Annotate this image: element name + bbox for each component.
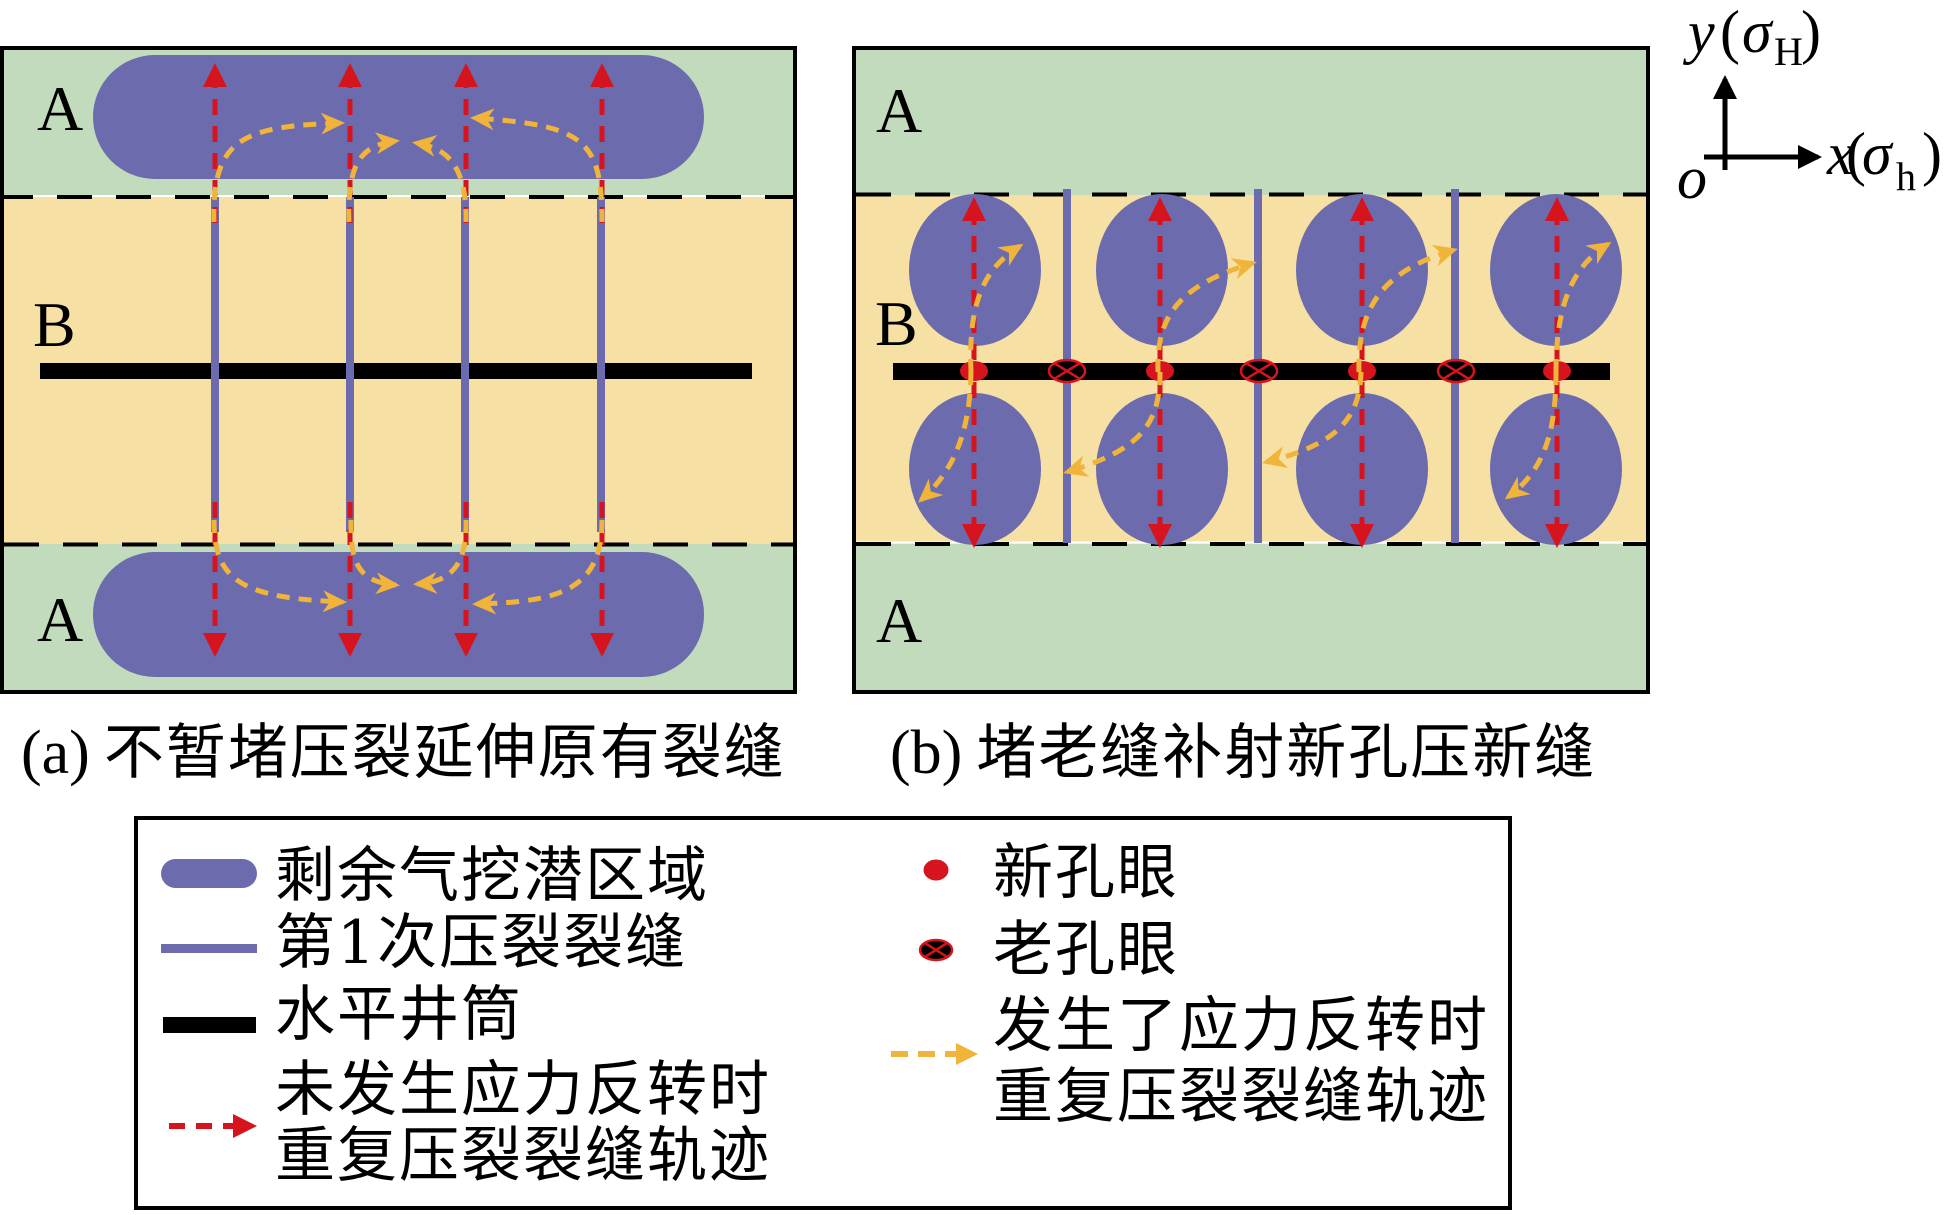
panel-b-border: [852, 46, 1650, 694]
legend: 剩余气挖潜区域 第1次压裂裂缝 水平井筒 未发生应力反转时 重复压裂裂缝轨迹 新…: [134, 816, 1512, 1210]
reversal-trajectory-curve: [1155, 258, 1257, 373]
legend-label-line-2: 重复压裂裂缝轨迹: [275, 1121, 771, 1191]
reversal-trajectory-curve: [472, 519, 605, 615]
caption-b: (b)堵老缝补射新孔压新缝: [890, 720, 1596, 786]
caption-a-tag: (a): [21, 719, 90, 787]
legend-label-line-2: 重复压裂裂缝轨迹: [993, 1062, 1489, 1132]
panel-a-border: [0, 46, 797, 694]
y-axis-open-paren: (: [1720, 0, 1740, 65]
reversal-trajectory-curve: [412, 135, 469, 223]
x-axis-var: x: [1826, 121, 1854, 187]
zone-label-b: B: [875, 288, 918, 359]
caption-a: (a)不暂堵压裂延伸原有裂缝: [21, 720, 786, 786]
x-axis-open-paren: (: [1846, 121, 1866, 187]
red-dashed-arrow-icon: [169, 1114, 257, 1138]
x-axis-subscript: h: [1896, 154, 1916, 199]
panel-a: A B A: [0, 46, 797, 694]
y-axis-close-paren: ): [1801, 0, 1821, 65]
old-perforation: [1436, 358, 1476, 384]
zone-label-a-bottom: A: [876, 585, 922, 656]
reversal-trajectory-curve: [346, 132, 400, 223]
reversal-trajectory-curve: [348, 519, 400, 595]
reversal-trajectory-curve: [1262, 371, 1364, 468]
x-axis-close-paren: ): [1922, 121, 1942, 187]
old-perforation-crossed-icon: [918, 938, 954, 962]
remaining-gas-zone-top: [93, 55, 704, 179]
zone-label-a-top: A: [37, 73, 83, 144]
old-perforation: [1239, 358, 1279, 384]
coordinate-axes: y ( σ H ) x ( σ h ) o: [1677, 0, 1942, 211]
reversal-trajectory-curve: [211, 519, 347, 613]
y-axis-label: y ( σ H ): [1682, 0, 1821, 78]
reversal-trajectory-curve: [1063, 371, 1163, 477]
new-perforation: [1348, 361, 1376, 381]
legend-label-line-1: 未发生应力反转时: [275, 1055, 771, 1125]
reversal-trajectory-curve: [918, 371, 974, 503]
legend-label: 老孔眼: [993, 915, 1179, 985]
horizontal-wellbore-icon: [163, 1017, 256, 1033]
legend-label: 水平井筒: [275, 980, 523, 1050]
y-axis-subscript: H: [1774, 29, 1803, 74]
legend-label: 第1次压裂裂缝: [275, 908, 688, 978]
old-perforation: [1047, 358, 1087, 384]
panel-b: A B A: [852, 46, 1650, 694]
legend-label: 剩余气挖潜区域: [275, 841, 709, 911]
yellow-dashed-arrow-icon: [891, 1043, 978, 1065]
reversal-trajectory-curve: [211, 112, 345, 223]
origin-label: o: [1677, 145, 1707, 211]
fracturing-diagram: A B A: [0, 0, 1942, 694]
y-axis-sigma: σ: [1742, 0, 1774, 65]
zone-label-a-bottom: A: [37, 584, 83, 655]
reversal-trajectory-curve: [1356, 245, 1458, 373]
caption-a-text: 不暂堵压裂延伸原有裂缝: [103, 718, 786, 788]
caption-b-text: 堵老缝补射新孔压新缝: [976, 718, 1597, 788]
new-perforation-dot-icon: [923, 859, 949, 881]
reversal-trajectory-curve: [470, 108, 605, 223]
reversal-trajectory-curve: [1504, 371, 1559, 500]
y-axis-var: y: [1682, 0, 1715, 65]
caption-b-tag: (b): [890, 719, 963, 787]
zone-label-b: B: [33, 289, 76, 360]
reversal-trajectory-curve: [413, 519, 469, 594]
legend-label-line-1: 发生了应力反转时: [993, 991, 1489, 1061]
zone-label-a-top: A: [876, 75, 922, 146]
reversal-trajectory-curve: [1553, 241, 1612, 373]
x-axis-sigma: σ: [1862, 121, 1894, 187]
new-perforation: [960, 361, 988, 381]
remaining-gas-zone-bottom: [93, 552, 704, 677]
legend-label: 新孔眼: [993, 838, 1179, 908]
remaining-gas-zone-icon: [161, 859, 257, 888]
first-fracture-line-icon: [161, 944, 257, 953]
reversal-trajectory-curve: [968, 243, 1024, 373]
horizontal-wellbore: [40, 363, 752, 379]
x-axis-label: x ( σ h ): [1826, 121, 1942, 203]
